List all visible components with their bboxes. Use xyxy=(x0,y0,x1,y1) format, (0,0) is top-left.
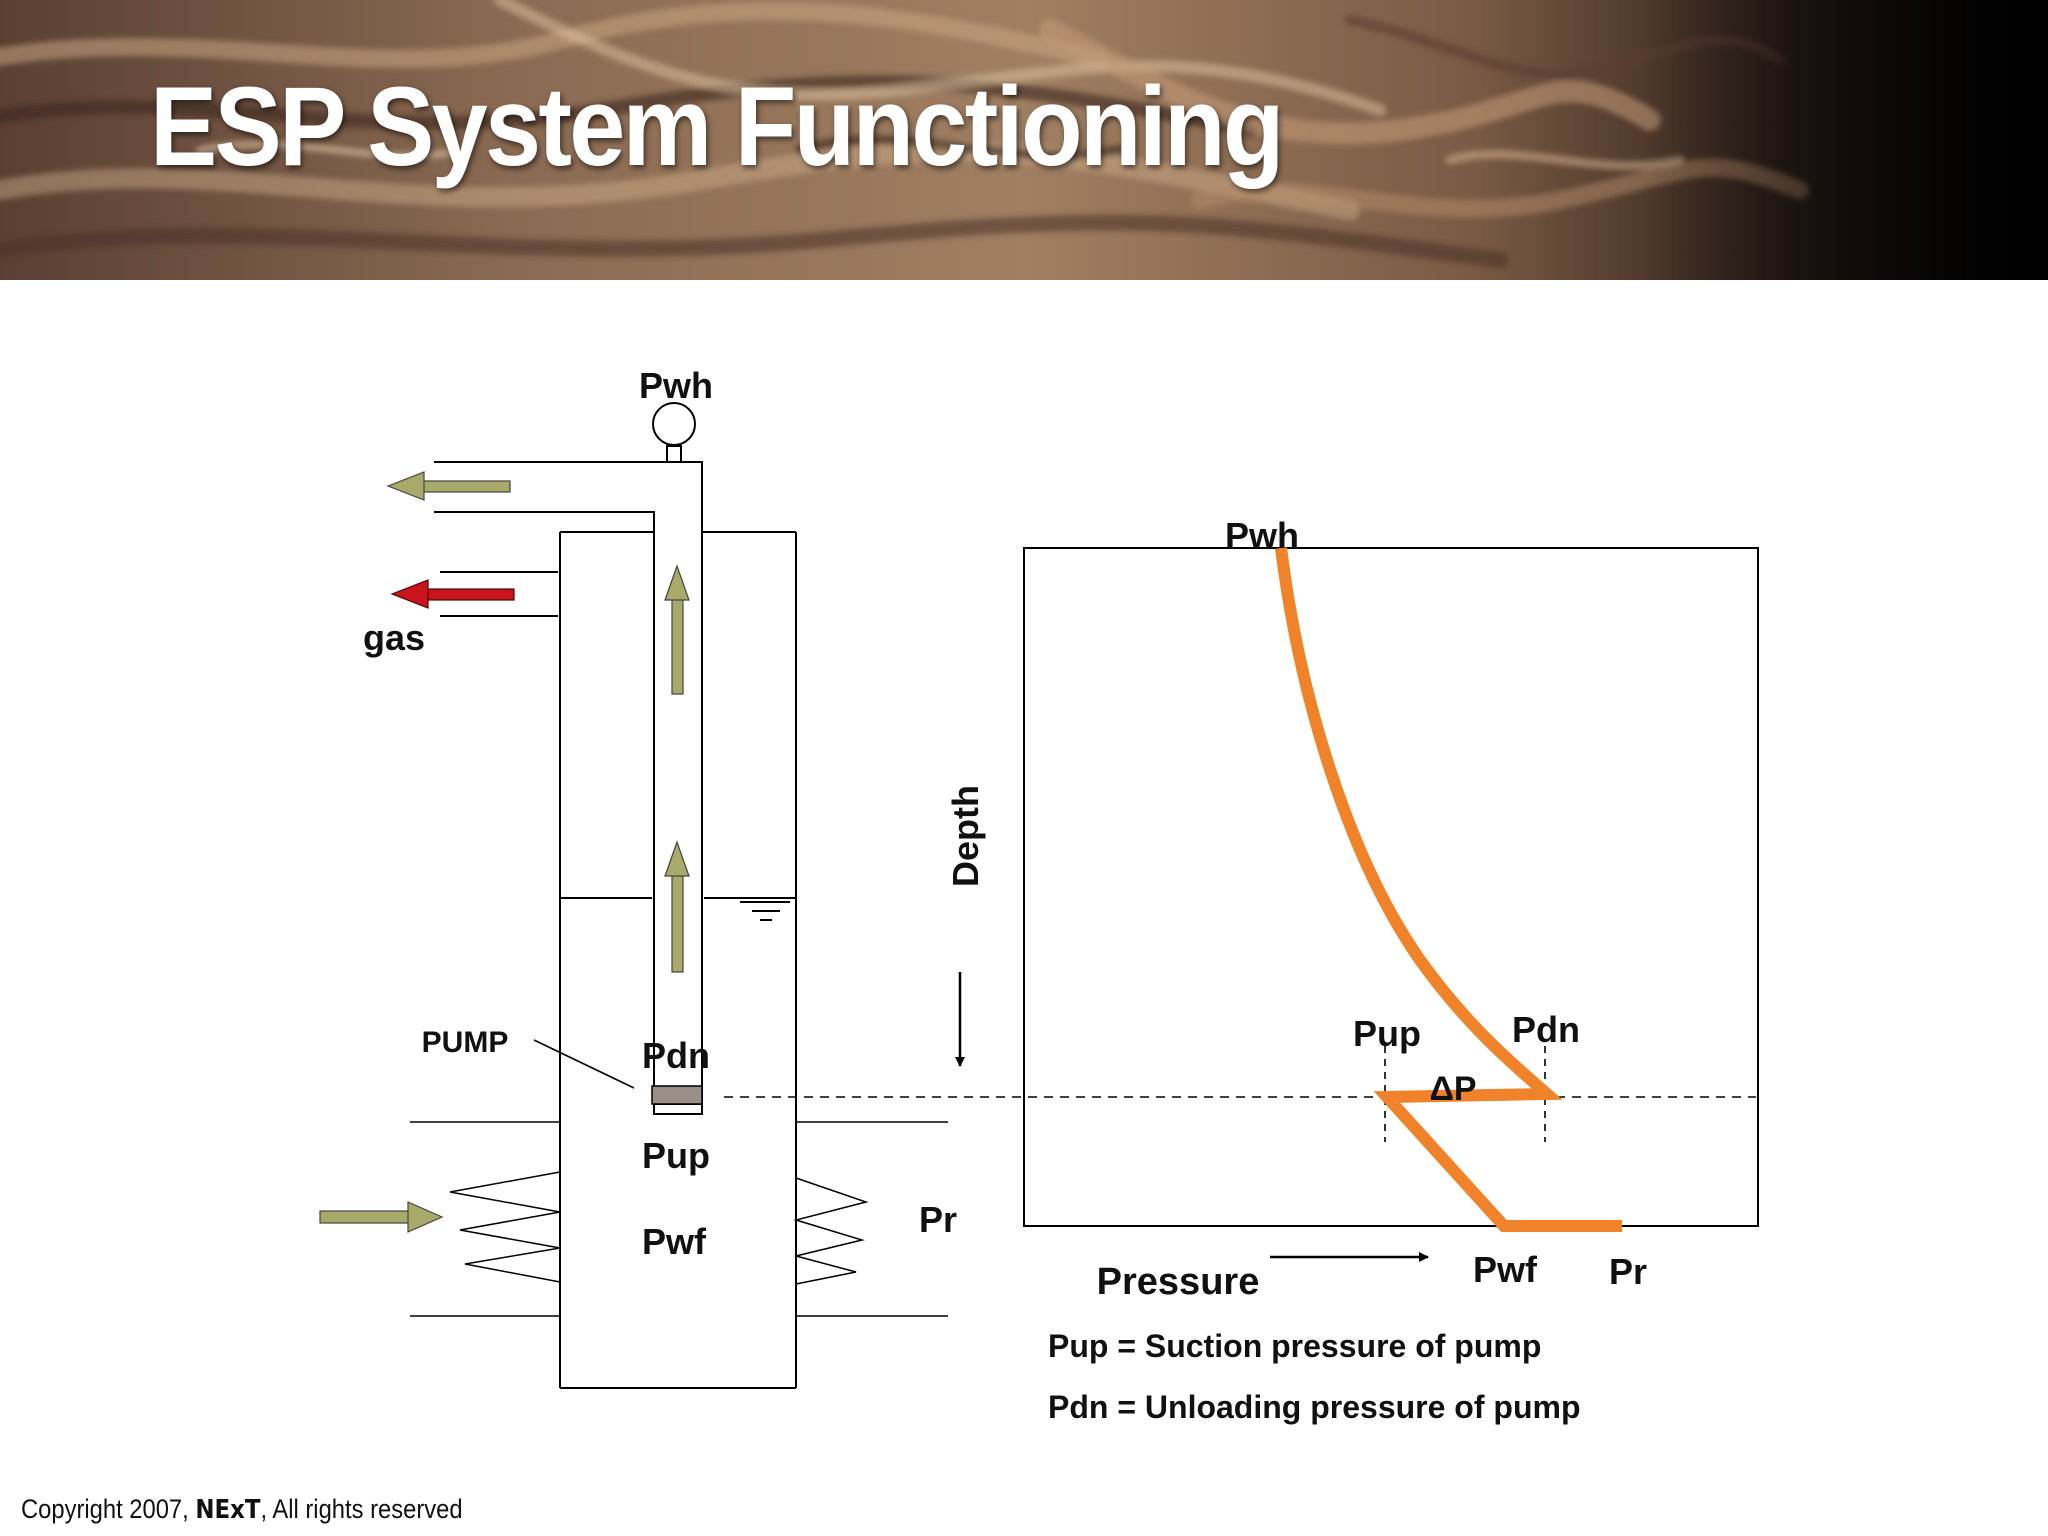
reservoir-pressure-label: Pr xyxy=(919,1199,957,1240)
pressure-curve xyxy=(1275,547,1622,1232)
plot-discharge-label: Pdn xyxy=(1512,1009,1580,1050)
wellhead-gauge xyxy=(652,402,696,463)
casing xyxy=(559,531,797,1389)
gas-outlet-arrow-icon xyxy=(390,579,515,609)
tubing xyxy=(434,461,703,1115)
copyright-suffix: , All rights reserved xyxy=(260,1494,463,1524)
legend-pup-definition: Pup = Suction pressure of pump xyxy=(1048,1328,1541,1364)
upward-flow-arrow-icon xyxy=(664,840,690,973)
copyright-notice: Copyright 2007, NExT, All rights reserve… xyxy=(21,1494,463,1525)
perforations-right xyxy=(793,1177,869,1285)
pump-leader xyxy=(533,1039,635,1089)
reservoir-inflow-arrow-icon xyxy=(319,1201,444,1233)
slide-title: ESP System Functioning xyxy=(150,64,1284,189)
upward-flow-arrow-icon xyxy=(664,564,690,695)
copyright-prefix: Copyright 2007, xyxy=(21,1494,196,1524)
oil-outlet-arrow-icon xyxy=(386,471,511,501)
reservoir-layer xyxy=(410,1121,948,1317)
pressure-axis-label: Pressure xyxy=(1097,1261,1260,1303)
pump-intake-label: Pup xyxy=(642,1135,710,1176)
pump-discharge-label: Pdn xyxy=(642,1035,710,1076)
sandstone-texture xyxy=(0,0,2048,280)
header-banner: ESP System Functioning xyxy=(0,0,2048,280)
plot-flowing-label: Pwf xyxy=(1473,1249,1538,1290)
delta-p-label: ΔP xyxy=(1429,1070,1476,1108)
pump-label: PUMP xyxy=(422,1026,509,1059)
perforations-left xyxy=(449,1171,561,1283)
pump-icon xyxy=(651,1085,703,1105)
well-schematic: Pwh gas PUMP Pdn Pup Pwf Pr xyxy=(319,365,957,1389)
plot-reservoir-label: Pr xyxy=(1609,1251,1647,1292)
plot-intake-label: Pup xyxy=(1353,1013,1421,1054)
flow-arrows xyxy=(319,471,690,1233)
wellhead-pressure-label: Pwh xyxy=(639,365,713,406)
plot-frame xyxy=(1023,547,1759,1227)
legend-pdn-definition: Pdn = Unloading pressure of pump xyxy=(1048,1389,1580,1425)
fluid-level xyxy=(560,897,796,921)
pressure-depth-plot: Pwh Pup Pdn ΔP Pwf Pr Pressure xyxy=(1023,515,1759,1303)
gas-label: gas xyxy=(363,617,425,658)
brand-logo: NExT xyxy=(195,1495,261,1525)
plot-wellhead-label: Pwh xyxy=(1225,515,1299,556)
annulus-outlet xyxy=(440,571,558,617)
depth-axis-label: Depth xyxy=(945,785,986,887)
flowing-pressure-label: Pwf xyxy=(642,1221,707,1262)
